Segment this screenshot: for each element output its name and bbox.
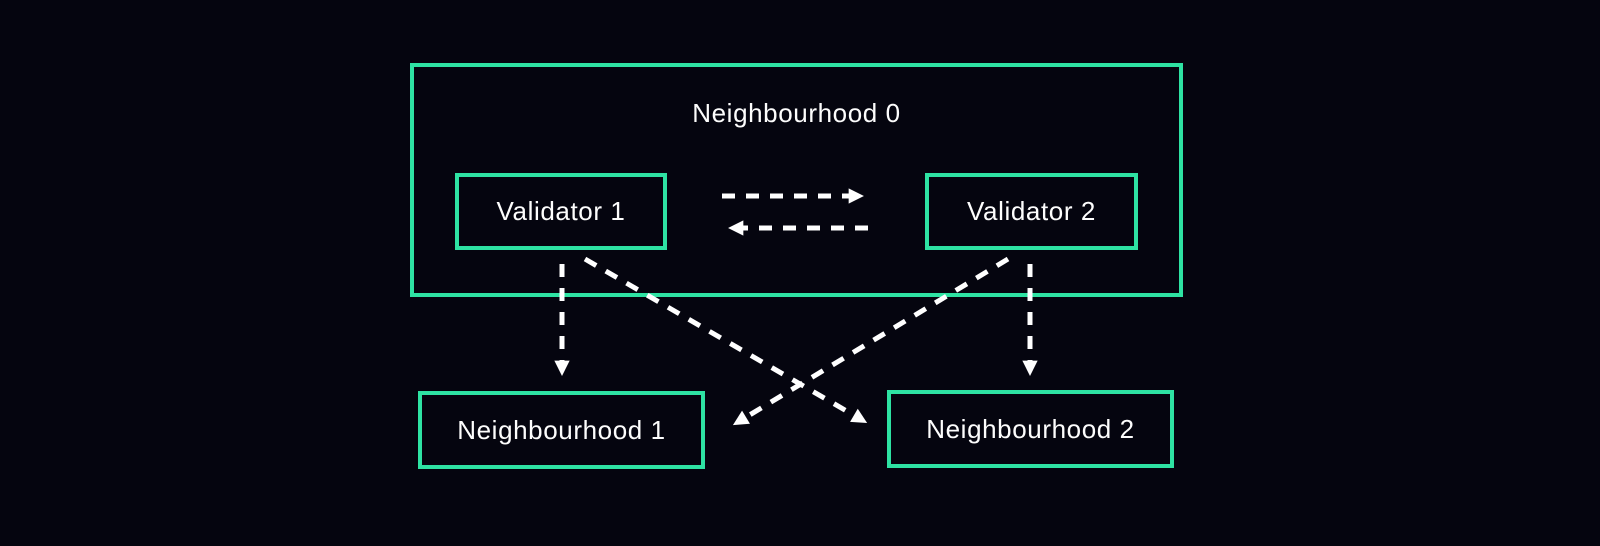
node-neighbourhood-1-label: Neighbourhood 1 bbox=[457, 414, 666, 445]
node-neighbourhood-2: Neighbourhood 2 bbox=[887, 390, 1174, 468]
node-validator-2: Validator 2 bbox=[925, 173, 1138, 250]
node-neighbourhood-1: Neighbourhood 1 bbox=[418, 391, 705, 469]
node-validator-2-label: Validator 2 bbox=[967, 196, 1096, 226]
node-neighbourhood-0-label: Neighbourhood 0 bbox=[692, 98, 901, 128]
node-neighbourhood-2-label: Neighbourhood 2 bbox=[926, 413, 1135, 444]
node-validator-1-label: Validator 1 bbox=[496, 196, 626, 226]
node-validator-1: Validator 1 bbox=[455, 173, 667, 250]
